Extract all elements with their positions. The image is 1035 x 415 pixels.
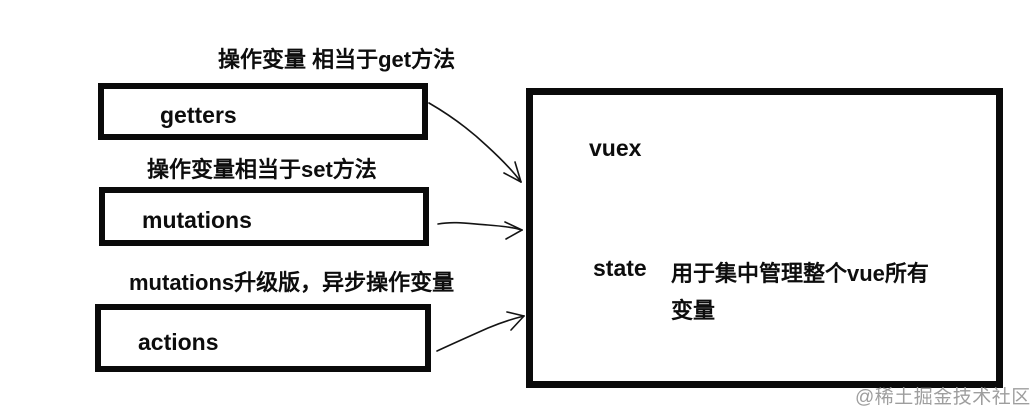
mutations-label: mutations <box>142 207 252 233</box>
annotation-actions: mutations升级版，异步操作变量 <box>129 270 455 295</box>
vuex-title: vuex <box>589 135 642 161</box>
actions-label: actions <box>138 328 219 355</box>
watermark: @稀土掘金技术社区 <box>855 387 1031 408</box>
arrow-actions-to-vuex <box>436 311 525 352</box>
state-label: state <box>593 255 647 281</box>
annotation-mutations: 操作变量相当于set方法 <box>147 157 377 182</box>
getters-box: getters <box>98 83 428 140</box>
arrow-getters-to-vuex <box>428 102 522 183</box>
arrow-mutations-to-vuex <box>437 221 523 240</box>
mutations-box: mutations <box>99 187 429 246</box>
state-description: 用于集中管理整个vue所有变量 <box>671 261 929 323</box>
getters-label: getters <box>160 102 237 128</box>
annotation-getters: 操作变量 相当于get方法 <box>218 47 456 72</box>
actions-box: actions <box>95 304 431 372</box>
vuex-box: vuex state 用于集中管理整个vue所有变量 <box>526 88 1003 388</box>
